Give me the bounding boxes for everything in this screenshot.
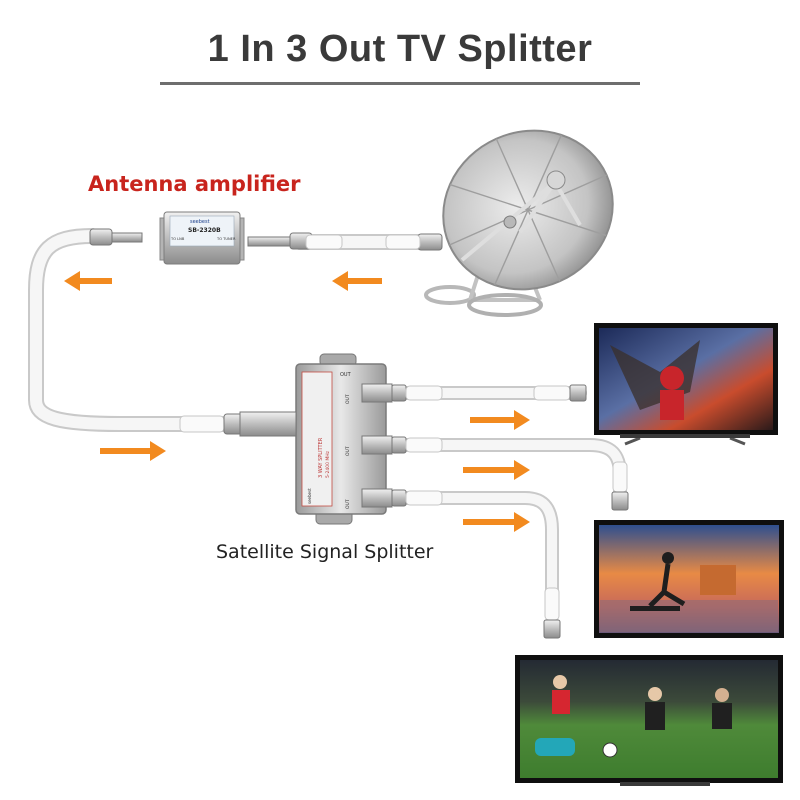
signal-arrows — [64, 271, 530, 532]
arrow-icon — [470, 410, 530, 430]
splitter-icon: 3 WAY SPLITTER 5-2400 MHz seebest OUT OU… — [239, 353, 393, 525]
amplifier-port-left: TO LNB — [170, 237, 185, 241]
satellite-splitter-label: Satellite Signal Splitter — [216, 541, 434, 563]
splitter-spec: 3 WAY SPLITTER — [318, 437, 324, 478]
connector — [611, 491, 629, 511]
splitter-brand: seebest — [307, 488, 312, 504]
connector — [391, 384, 407, 402]
connector — [569, 384, 587, 402]
amplifier-port-right: TO TUNER — [216, 237, 236, 241]
title-underline — [160, 82, 640, 85]
amplifier-model: SB-2320B — [188, 227, 221, 234]
tv-icon — [515, 655, 783, 786]
connector — [417, 233, 443, 251]
tv-icon — [594, 323, 778, 446]
satellite-dish-icon — [424, 129, 614, 317]
splitter-port-label: OUT — [345, 394, 351, 404]
connectors — [89, 228, 629, 639]
connector — [391, 436, 407, 454]
arrow-icon — [463, 460, 530, 480]
arrow-icon — [463, 512, 530, 532]
antenna-amplifier-label: Antenna amplifier — [88, 172, 301, 196]
arrow-icon — [332, 271, 382, 291]
arrow-icon — [100, 441, 166, 461]
amplifier-icon: seebest SB-2320B TO LNB TO TUNER — [159, 211, 245, 265]
arrow-icon — [64, 271, 112, 291]
splitter-port-label: OUT — [345, 499, 351, 509]
splitter-port-label: OUT — [340, 372, 352, 378]
connector — [391, 489, 407, 507]
connector — [543, 619, 561, 639]
splitter-band: 5-2400 MHz — [325, 450, 331, 478]
connector — [89, 228, 113, 246]
page-title: 1 In 3 Out TV Splitter — [207, 28, 593, 70]
splitter-port-label: OUT — [345, 446, 351, 456]
amplifier-brand: seebest — [190, 219, 210, 225]
tv-icon — [594, 520, 784, 638]
